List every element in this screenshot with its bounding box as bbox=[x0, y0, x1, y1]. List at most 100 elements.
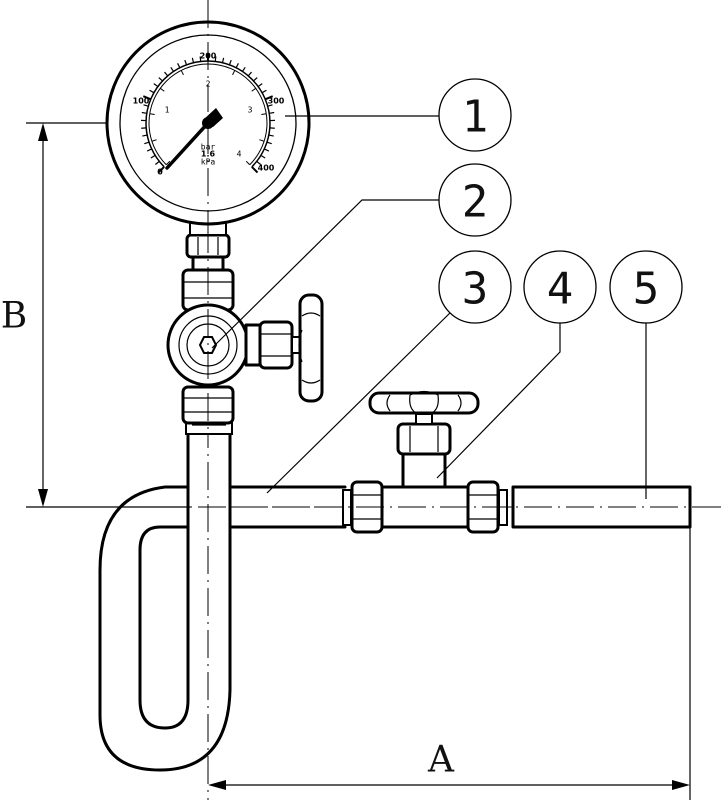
dim-a-arrow-right bbox=[672, 780, 690, 790]
gauge-inner-tick bbox=[180, 70, 184, 76]
gauge-inner-tick bbox=[261, 113, 267, 116]
gauge-major-tick bbox=[264, 95, 274, 101]
valve-stem bbox=[415, 413, 433, 425]
gauge-minor-tick bbox=[144, 141, 150, 145]
gauge-inner-label-3: 3 bbox=[248, 106, 253, 115]
gauge-minor-tick bbox=[199, 56, 202, 62]
gauge-minor-tick bbox=[260, 154, 266, 159]
balloon-1: 1 bbox=[438, 78, 512, 152]
gauge-minor-tick bbox=[247, 71, 252, 77]
gauge-minor-tick bbox=[143, 104, 149, 107]
balloon-number: 1 bbox=[462, 92, 489, 143]
gauge-minor-tick bbox=[141, 111, 147, 114]
gauge-inner-tick bbox=[232, 70, 236, 76]
balloon-3: 3 bbox=[438, 250, 512, 324]
gauge-minor-tick bbox=[253, 77, 258, 82]
gauge-minor-tick bbox=[256, 160, 261, 165]
gauge-minor-tick bbox=[142, 134, 148, 137]
gauge-needle-hub bbox=[202, 117, 214, 129]
handwheel-grip bbox=[386, 394, 391, 412]
gauge-minor-tick bbox=[158, 77, 163, 82]
gauge-major-tick bbox=[142, 95, 152, 101]
gauge-minor-tick bbox=[267, 104, 273, 107]
dim-b-arrow-bottom bbox=[38, 489, 48, 507]
leader-3 bbox=[266, 307, 456, 494]
dimension-a: A bbox=[208, 510, 691, 800]
gauge-minor-tick bbox=[164, 71, 169, 77]
gauge-label-400: 400 bbox=[258, 164, 275, 173]
gauge-major-tick bbox=[251, 166, 259, 174]
gauge-minor-tick bbox=[264, 148, 270, 152]
gauge-minor-tick bbox=[150, 154, 156, 159]
gauge-minor-tick bbox=[170, 66, 175, 72]
side-nut bbox=[258, 320, 294, 370]
shut-off-valve bbox=[342, 390, 508, 534]
leader-2 bbox=[211, 199, 440, 349]
gauge-minor-tick bbox=[149, 89, 155, 94]
gauge-needle bbox=[165, 121, 210, 170]
gauge-inner-tick bbox=[149, 113, 155, 116]
gauge-minor-tick bbox=[261, 89, 267, 94]
dim-b-label: B bbox=[1, 296, 27, 337]
handwheel-grip bbox=[301, 312, 321, 317]
gauge-minor-tick bbox=[146, 148, 152, 152]
gauge-label-300: 300 bbox=[268, 97, 285, 106]
balloon-circle bbox=[438, 78, 512, 152]
gauge-major-tick bbox=[157, 166, 165, 174]
gauge-inner-tick bbox=[245, 160, 251, 166]
gauge-inner-label-1: 1 bbox=[165, 106, 170, 115]
gauge-valve bbox=[166, 221, 324, 425]
handwheel-grip bbox=[301, 379, 321, 384]
gauge-minor-tick bbox=[228, 59, 232, 66]
valve-handwheel[interactable] bbox=[368, 391, 480, 415]
balloon-5: 5 bbox=[609, 250, 683, 324]
gauge-minor-tick bbox=[221, 57, 225, 63]
handwheel-hub bbox=[409, 390, 439, 415]
balloon-2: 2 bbox=[438, 163, 512, 237]
gauge-minor-tick bbox=[268, 134, 274, 137]
gauge-inner-tick bbox=[151, 139, 157, 142]
gauge-minor-tick bbox=[214, 56, 217, 62]
leader-lines bbox=[211, 115, 647, 499]
siphon-pipe bbox=[98, 421, 233, 772]
valve-bonnet bbox=[401, 448, 447, 489]
balloon-number: 4 bbox=[547, 264, 574, 315]
handwheel-grip bbox=[457, 394, 462, 412]
horizontal-pipe bbox=[228, 485, 347, 529]
balloon-number: 5 bbox=[633, 264, 660, 315]
gauge-minor-tick bbox=[257, 83, 263, 88]
gauge-inner-label-4: 4 bbox=[237, 150, 242, 159]
siphon-inner-contour bbox=[138, 430, 190, 730]
balloon-circle bbox=[438, 250, 512, 324]
gauge-valve-handwheel[interactable] bbox=[298, 293, 324, 403]
leader-4 bbox=[436, 320, 561, 479]
gauge-minor-tick bbox=[184, 59, 188, 66]
gauge-label-0: 0 bbox=[157, 168, 163, 177]
gauge-minor-tick bbox=[269, 111, 275, 114]
balloon-number: 3 bbox=[462, 264, 489, 315]
handwheel-hub bbox=[298, 329, 303, 363]
gauge-minor-tick bbox=[155, 160, 160, 165]
balloon-4: 4 bbox=[523, 250, 597, 324]
dim-a-label: A bbox=[427, 740, 455, 781]
dim-b-arrow-top bbox=[38, 123, 48, 141]
gauge-inner-tick bbox=[259, 139, 265, 142]
gauge-minor-tick bbox=[177, 63, 181, 69]
gauge-inner-tick bbox=[159, 87, 165, 92]
gauge-inner-tick bbox=[251, 87, 257, 92]
gauge-minor-tick bbox=[191, 57, 195, 63]
pressure-gauge: 200 100 300 0 400 1 2 3 4 bar 1.6 kPa bbox=[105, 20, 311, 226]
gauge-minor-tick bbox=[235, 63, 239, 69]
gauge-label-100: 100 bbox=[133, 97, 150, 106]
bonnet-nut bbox=[396, 422, 452, 456]
dim-a-arrow-left bbox=[208, 780, 226, 790]
gauge-inner-tick bbox=[165, 160, 171, 166]
gauge-scale bbox=[141, 53, 275, 174]
balloon-circle bbox=[438, 163, 512, 237]
siphon-outer-contour bbox=[98, 430, 232, 772]
balloon-number: 2 bbox=[462, 177, 489, 228]
gauge-minor-tick bbox=[266, 141, 272, 145]
dimension-b: B bbox=[1, 122, 190, 508]
balloon-circle bbox=[523, 250, 597, 324]
